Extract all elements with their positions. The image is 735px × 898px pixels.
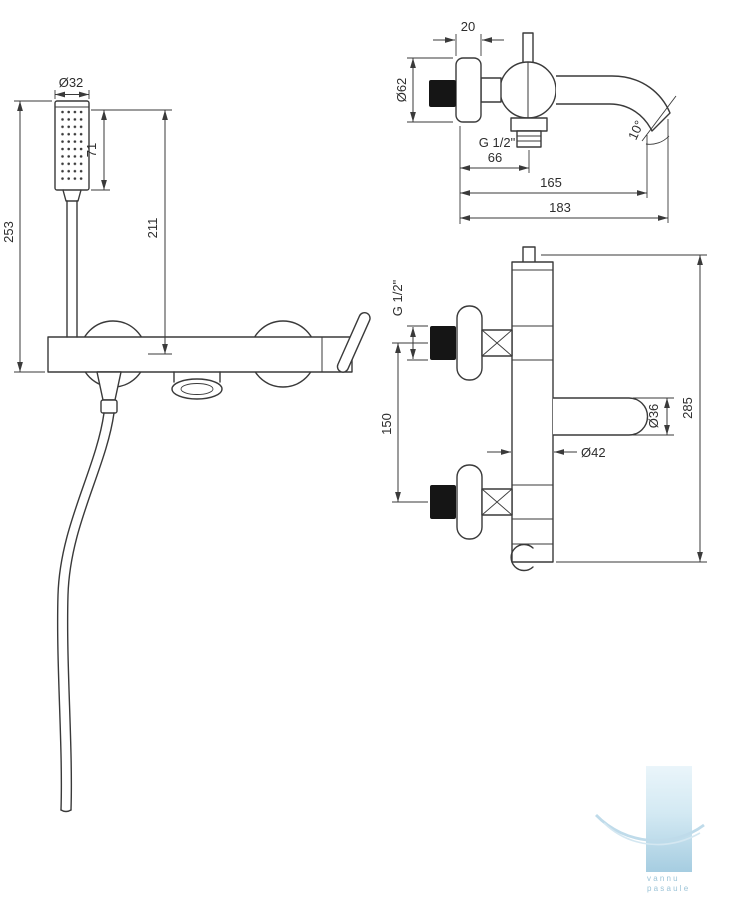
valve-knob-bottom [430, 485, 456, 519]
watermark-gradient-bar [646, 766, 692, 872]
dim-label-o62: Ø62 [394, 78, 409, 103]
watermark-text-line2: pasaule [647, 884, 690, 893]
dim-valve-centers: 150 [379, 342, 428, 503]
watermark-basin-curve [594, 814, 705, 842]
shower-holder-hook [510, 543, 534, 572]
dim-label-150: 150 [379, 413, 394, 435]
watermark-text-line1: vannu [647, 874, 680, 883]
diverter-thread [516, 130, 542, 148]
watermark-basin-curve-inner [603, 822, 701, 846]
side-view: G 1/2" 150 Ø36 Ø42 285 [379, 246, 707, 572]
dim-flange-depth: 20 [433, 19, 504, 56]
dim-total-projection: 183 [460, 119, 669, 223]
body-joint-lines [512, 269, 553, 545]
dim-spout-diameter: Ø36 [633, 397, 674, 436]
dim-to-outlet: 165 [460, 135, 648, 198]
lever-handle-shape [336, 311, 371, 373]
shower-hose-right-edge [66, 412, 115, 811]
valve-knob-top [430, 326, 456, 360]
dim-body-height: 285 [541, 254, 707, 563]
dim-flange-diameter: Ø62 [394, 57, 453, 123]
wall-flange-top [455, 57, 482, 123]
lever-handle [336, 311, 371, 373]
extension-lines [91, 109, 172, 191]
dim-head-diameter: Ø32 [54, 75, 90, 99]
valve-skirt-bottom [456, 464, 483, 540]
spray-nozzle-dots [59, 108, 85, 182]
hose-cone-connector [96, 371, 122, 401]
valve-knob-top-view [429, 80, 456, 107]
dim-label-165: 165 [540, 175, 562, 190]
shower-hose-end [60, 809, 72, 813]
dim-label-71: 71 [84, 143, 99, 157]
dim-body-diameter: Ø42 [487, 445, 606, 460]
dim-label-o32: Ø32 [59, 75, 84, 90]
dim-head-length: 71 [84, 109, 172, 191]
mixer-body-side [511, 261, 554, 563]
dim-label-o42: Ø42 [581, 445, 606, 460]
thread-label-side-view: G 1/2" [390, 279, 405, 316]
connector-cross-bottom [481, 488, 513, 516]
watermark: vannu pasaule [594, 766, 705, 893]
dim-label-20: 20 [461, 19, 475, 34]
lever-stem-side [522, 246, 536, 264]
top-view: 10° 20 Ø62 G 1/2" 66 165 183 [394, 19, 677, 224]
angle-arc [645, 135, 670, 145]
diverter-thread-ribs [517, 135, 541, 142]
extension-lines [541, 254, 707, 563]
spout-top-view [556, 75, 671, 132]
diverter-collar [510, 117, 548, 132]
mixer-body-front [47, 336, 353, 373]
valve-skirt-top [456, 305, 483, 381]
connector-cross-top [481, 329, 513, 357]
spout-outlet-front [171, 378, 223, 400]
lever-stem-top [522, 32, 534, 63]
hose-nut [100, 399, 118, 414]
front-view: Ø32 71 211 253 [1, 75, 371, 813]
extension-lines [455, 34, 482, 56]
extension-lines [407, 325, 428, 361]
angle-reference-line [641, 95, 677, 142]
top-valve-assembly [430, 305, 513, 381]
shower-head-taper [62, 189, 82, 202]
thread-label-top-view: G 1/2" [479, 135, 516, 150]
dim-overall-height: 253 [1, 100, 52, 373]
dim-label-183: 183 [549, 200, 571, 215]
dim-to-diverter: 66 [460, 150, 530, 173]
bottom-valve-assembly [430, 464, 513, 540]
body-connector-top [480, 77, 502, 103]
dim-label-o36: Ø36 [646, 404, 661, 429]
spout-side-view [553, 397, 649, 436]
extension-lines [392, 342, 428, 503]
dim-label-285: 285 [680, 397, 695, 419]
dim-label-211: 211 [145, 218, 160, 239]
dim-label-66: 66 [488, 150, 502, 165]
dim-label-253: 253 [1, 221, 16, 243]
spout-outlet-inner [180, 383, 214, 395]
shower-handle-rod [66, 200, 78, 338]
dim-head-to-body: 211 [145, 110, 172, 355]
shower-hose-left-edge [56, 412, 105, 811]
spout-sides-front [173, 371, 221, 383]
